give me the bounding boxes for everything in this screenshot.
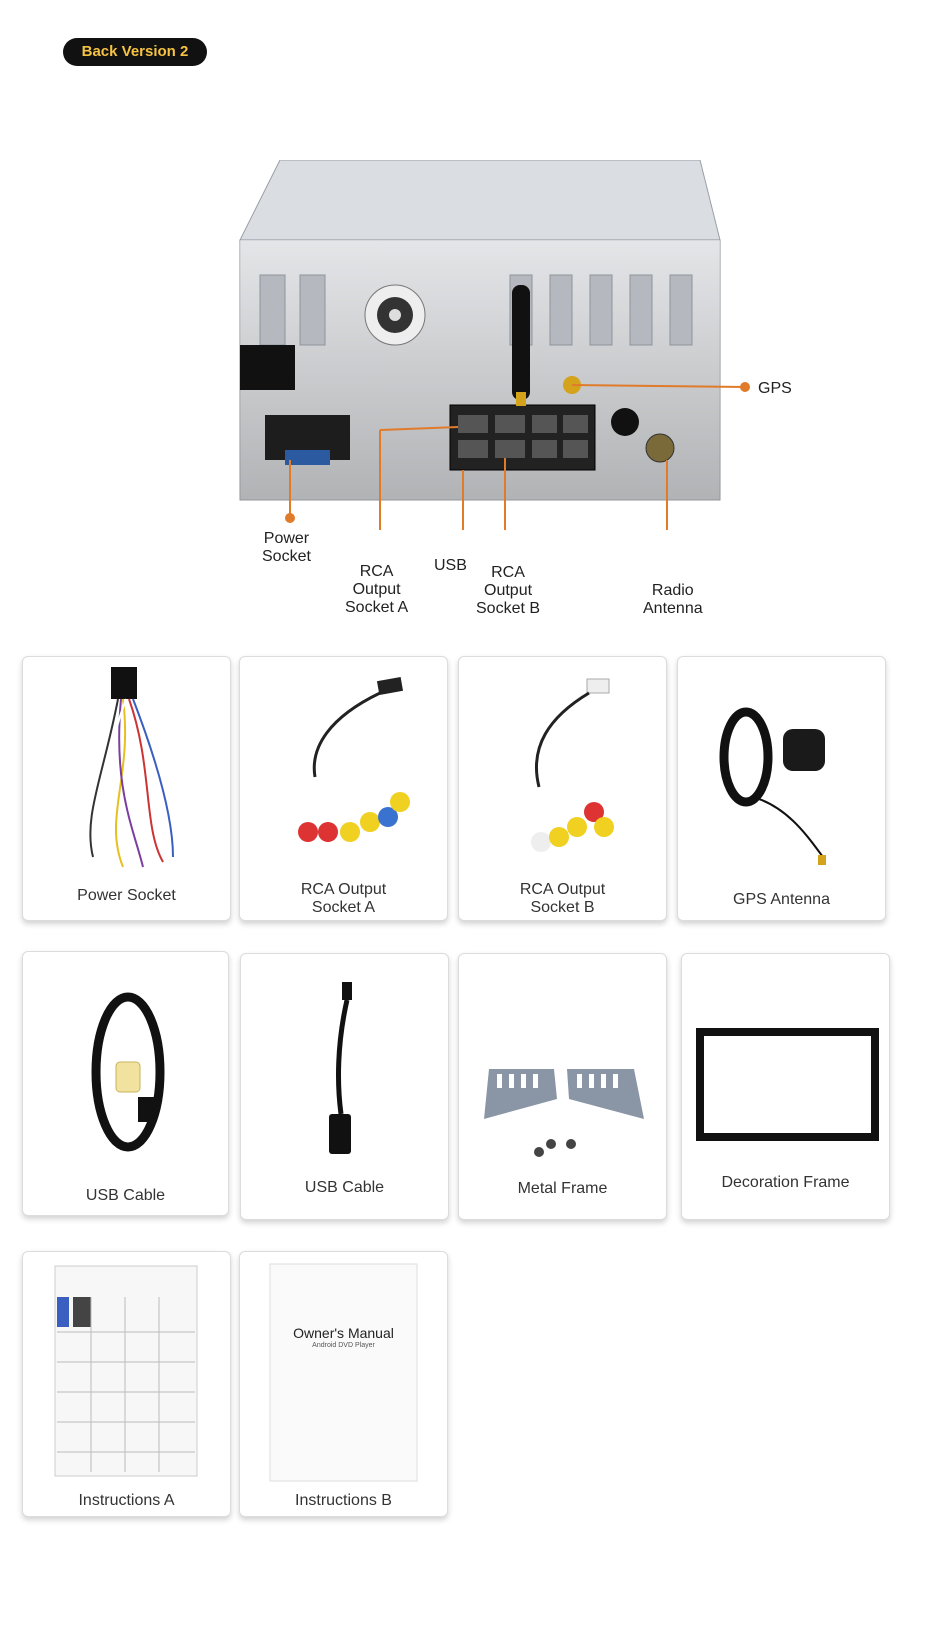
rca-cable-a-image — [298, 677, 410, 842]
manual-subtitle: Android DVD Player — [312, 1342, 375, 1349]
card-label: Instructions A — [78, 1492, 175, 1509]
callout-rca-output-b: RCA Output Socket B — [476, 564, 541, 617]
card-label: USB Cable — [304, 1179, 385, 1196]
accessory-card-power-socket: Power Socket — [22, 656, 231, 921]
accessory-card-metal-frame: Metal Frame — [458, 953, 667, 1220]
head-unit-back-illustration — [239, 160, 750, 530]
manual-title: Owner's Manual — [293, 1325, 394, 1341]
usb-cable-coil-image — [91, 992, 165, 1152]
card-label: GPS Antenna — [733, 891, 830, 908]
gps-antenna-image — [719, 707, 826, 865]
callout-usb: USB — [434, 557, 467, 574]
card-label: Instructions B — [295, 1492, 392, 1509]
version-badge: Back Version 2 — [63, 38, 207, 66]
accessory-card-instructions-a: Instructions A — [22, 1251, 231, 1517]
metal-bracket-image — [484, 1069, 644, 1157]
card-label: RCA Output Socket B — [519, 881, 606, 916]
accessory-card-rca-output-a: RCA Output Socket A — [239, 656, 448, 921]
accessory-card-usb-cable-2: USB Cable — [240, 953, 449, 1220]
decoration-frame-image — [696, 1028, 879, 1141]
usb-short-cable-image — [329, 982, 352, 1154]
accessory-card-decoration-frame: Decoration Frame — [681, 953, 890, 1220]
instructions-sheet-image — [54, 1265, 198, 1477]
callout-power-socket: Power Socket — [262, 530, 311, 565]
card-label: Decoration Frame — [721, 1174, 850, 1191]
accessory-card-gps-antenna: GPS Antenna — [677, 656, 886, 921]
callout-radio-antenna: Radio Antenna — [643, 582, 703, 617]
accessory-card-usb-cable-1: USB Cable — [22, 951, 229, 1216]
callout-gps: GPS — [758, 380, 792, 397]
card-label: RCA Output Socket A — [300, 881, 387, 916]
power-harness-image — [89, 667, 174, 868]
rca-cable-b-image — [531, 678, 614, 852]
card-label: Metal Frame — [517, 1180, 608, 1197]
owners-manual-image — [269, 1263, 418, 1482]
accessory-card-rca-output-b: RCA Output Socket B — [458, 656, 667, 921]
card-label: Power Socket — [77, 887, 176, 904]
callout-rca-output-a: RCA Output Socket A — [345, 563, 409, 616]
accessory-card-instructions-b: Owner's Manual Android DVD Player Instru… — [239, 1251, 448, 1517]
card-label: USB Cable — [85, 1187, 166, 1204]
